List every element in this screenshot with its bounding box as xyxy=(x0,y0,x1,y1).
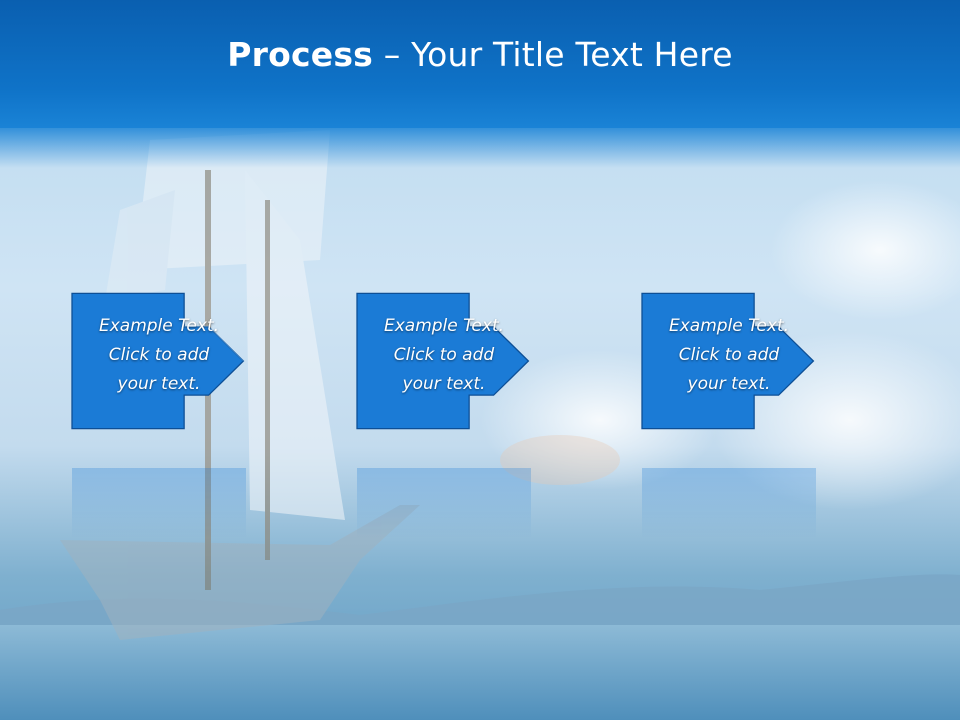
right-arrow-icon xyxy=(356,292,530,430)
slide-title[interactable]: Process – Your Title Text Here xyxy=(227,35,733,74)
right-arrow-icon xyxy=(641,292,815,430)
step-3-reflection xyxy=(642,468,816,538)
step-text: Example Text. Click to add your text. xyxy=(668,316,790,394)
step-1-reflection xyxy=(72,468,246,538)
title-fade xyxy=(0,128,960,168)
step-text: Example Text. Click to add your text. xyxy=(383,316,505,394)
title-rest: – Your Title Text Here xyxy=(373,34,733,74)
right-arrow-icon xyxy=(71,292,245,430)
title-bar: Process – Your Title Text Here xyxy=(0,0,960,128)
step-text: Example Text. Click to add your text. xyxy=(98,316,220,394)
process-step-3[interactable]: Example Text. Click to add your text. xyxy=(641,256,816,466)
process-step-1[interactable]: Example Text. Click to add your text. xyxy=(71,256,246,466)
process-step-2[interactable]: Example Text. Click to add your text. xyxy=(356,256,531,466)
step-2-reflection xyxy=(357,468,531,538)
title-bold: Process xyxy=(227,34,374,74)
